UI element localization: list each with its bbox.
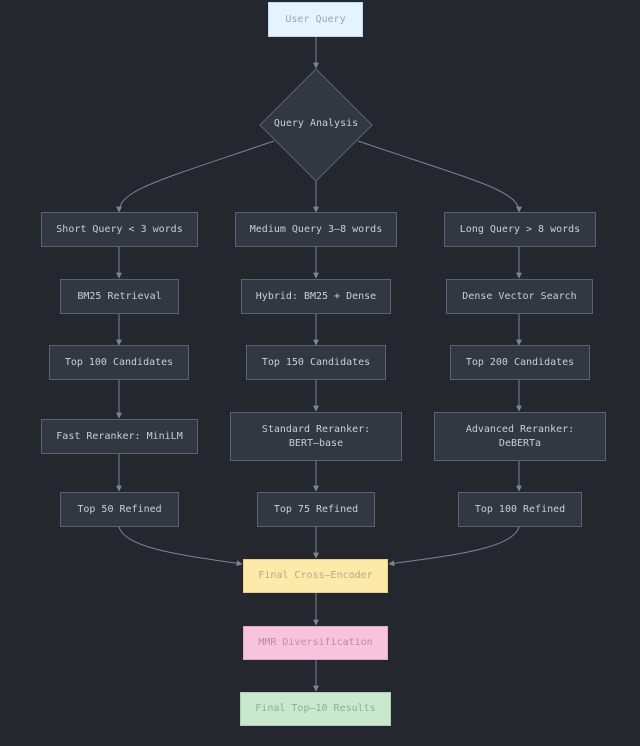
edge-analysis-to-long xyxy=(357,140,522,213)
edge-top100r-to-cross xyxy=(388,526,520,567)
decision-diamond xyxy=(259,68,373,182)
final-results-node: Final Top–10 Results xyxy=(240,692,391,726)
hybrid-retrieval-node: Hybrid: BM25 + Dense xyxy=(241,279,391,314)
top-100-refined-node: Top 100 Refined xyxy=(458,492,582,527)
top-100-candidates-node: Top 100 Candidates xyxy=(49,345,189,380)
medium-query-node: Medium Query 3–8 words xyxy=(235,212,397,247)
edge-top50-to-cross xyxy=(118,526,243,567)
query-analysis-label: Query Analysis xyxy=(273,118,359,129)
user-query-node: User Query xyxy=(268,2,363,37)
standard-reranker-node: Standard Reranker: BERT–base xyxy=(230,412,402,461)
final-cross-encoder-node: Final Cross–Encoder xyxy=(243,559,388,593)
long-query-node: Long Query > 8 words xyxy=(444,212,596,247)
top-50-refined-node: Top 50 Refined xyxy=(60,492,179,527)
top-150-candidates-node: Top 150 Candidates xyxy=(246,345,386,380)
bm25-retrieval-node: BM25 Retrieval xyxy=(60,279,179,314)
top-200-candidates-node: Top 200 Candidates xyxy=(450,345,590,380)
edge-analysis-to-short xyxy=(116,140,275,213)
advanced-reranker-node: Advanced Reranker: DeBERTa xyxy=(434,412,606,461)
mmr-diversification-node: MMR Diversification xyxy=(243,626,388,660)
short-query-node: Short Query < 3 words xyxy=(41,212,198,247)
fast-reranker-node: Fast Reranker: MiniLM xyxy=(41,419,198,454)
top-75-refined-node: Top 75 Refined xyxy=(257,492,375,527)
dense-vector-search-node: Dense Vector Search xyxy=(446,279,593,314)
